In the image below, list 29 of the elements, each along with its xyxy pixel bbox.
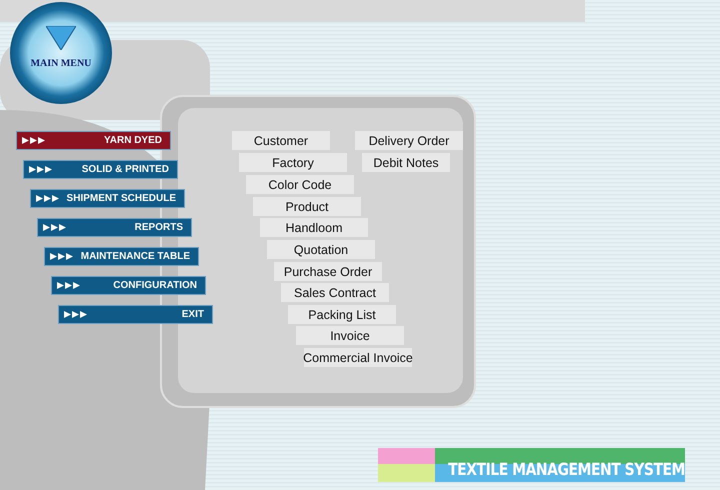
menu-button-label: EXIT [182, 309, 204, 320]
menu-button [51, 276, 206, 295]
menu-title: MAIN MENU [30, 58, 92, 69]
system-title: TEXTILE MANAGEMENT SYSTEM [447, 460, 685, 480]
submenu-button: Factory [239, 153, 347, 172]
menu-button-label: CONFIGURATION [113, 280, 197, 291]
menu-button-label: SHIPMENT SCHEDULE [66, 193, 176, 204]
menu-button [37, 218, 192, 237]
submenu-button: Delivery Order [355, 131, 463, 150]
submenu-button: Sales Contract [281, 283, 389, 302]
menu-button [23, 160, 178, 179]
submenu-button: Quotation [267, 240, 375, 259]
menu-button [58, 305, 213, 324]
menu-button-label: REPORTS [134, 222, 183, 233]
submenu-button: Commercial Invoice [304, 348, 412, 367]
menu-button-label: SOLID & PRINTED [82, 164, 169, 175]
submenu-button: Packing List [288, 305, 396, 324]
submenu-button: Invoice [296, 326, 404, 345]
menu-button-label: YARN DYED [104, 135, 162, 146]
menu-button [30, 189, 185, 208]
submenu-button: Color Code [246, 175, 354, 194]
submenu-button: Customer [232, 131, 330, 150]
menu-button [44, 247, 199, 266]
submenu-button: Debit Notes [362, 153, 450, 172]
menu-button [16, 131, 171, 150]
submenu-button: Product [253, 197, 361, 216]
submenu-button: Purchase Order [274, 262, 382, 281]
menu-button-label: MAINTENANCE TABLE [80, 251, 190, 262]
submenu-button: Handloom [260, 218, 368, 237]
